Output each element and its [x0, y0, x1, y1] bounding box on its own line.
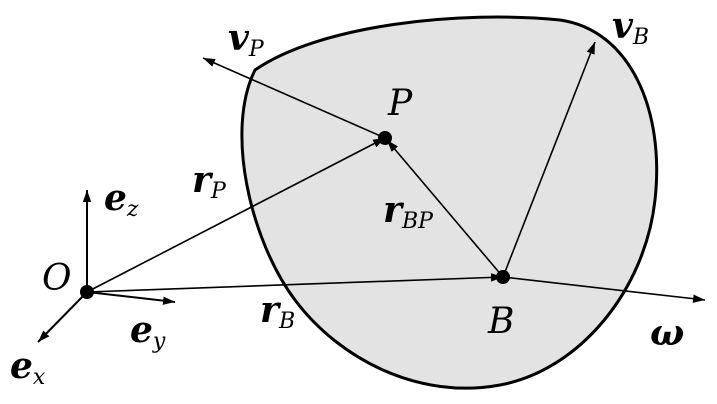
- point-p-dot: [378, 131, 392, 145]
- e-y-label: ey: [130, 309, 166, 354]
- v-p-label: vP: [228, 17, 265, 62]
- r-b-label: rB: [260, 289, 295, 334]
- omega-vector-arrow: [502, 276, 706, 303]
- r-bp-label: rBP: [383, 189, 434, 234]
- v-b-label: vB: [612, 5, 649, 50]
- e-x-axis-arrow: [37, 291, 88, 343]
- v-b-vector-arrow: [502, 41, 596, 278]
- v-p-vector-arrow: [202, 57, 386, 139]
- point-b-dot: [496, 270, 510, 284]
- omega-label: ω: [650, 312, 684, 354]
- r-p-vector-arrow: [86, 137, 386, 293]
- e-x-label: ex: [10, 345, 46, 390]
- r-p-label: rP: [192, 159, 227, 204]
- r-b-vector-arrow: [86, 273, 504, 293]
- e-y-axis-arrow: [86, 291, 176, 305]
- point-p-label: P: [387, 83, 413, 124]
- r-bp-vector-arrow: [386, 139, 504, 278]
- e-z-label: ez: [104, 177, 139, 222]
- origin-point: [80, 285, 94, 299]
- point-b-label: B: [487, 301, 514, 342]
- origin-label: O: [42, 258, 72, 299]
- rigid-body-shape: [240, 15, 659, 390]
